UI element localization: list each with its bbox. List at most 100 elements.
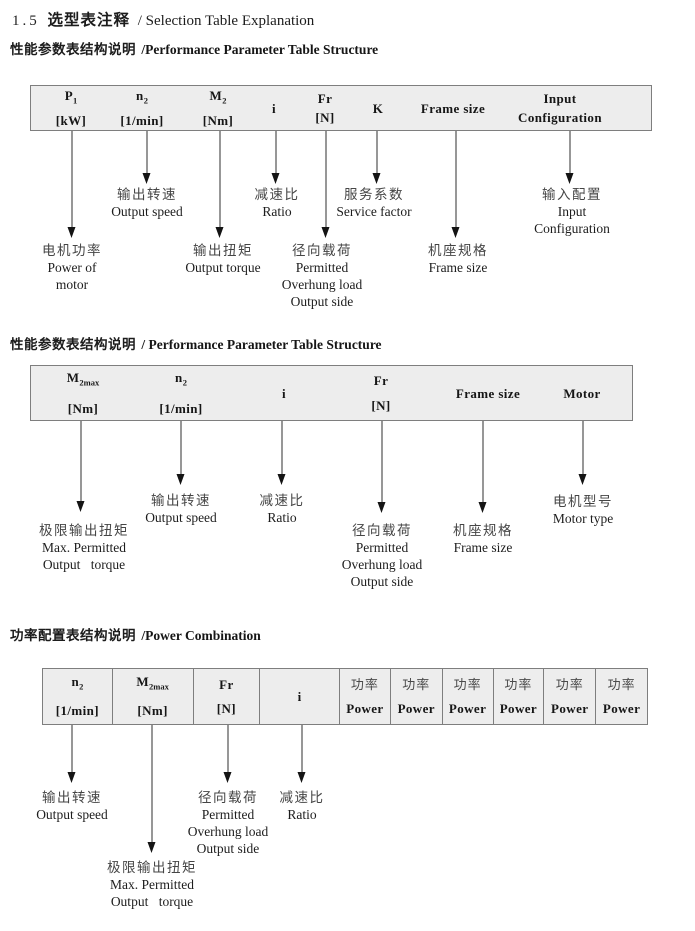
col-symbol: i	[297, 688, 302, 704]
col-p1: P1 [kW]	[56, 86, 87, 130]
col-sub: 2	[143, 95, 148, 106]
label-en: Ratio	[262, 204, 292, 219]
label-ratio: 减速比 Ratio	[260, 492, 305, 526]
col-n2: n2 [1/min]	[159, 366, 202, 420]
label-frame-size: 机座规格 Frame size	[428, 242, 488, 276]
label-en: Output speed	[111, 204, 183, 219]
down-arrow	[176, 421, 186, 485]
label-overhung-load: 径向载荷 Permitted Overhung load Output side	[282, 242, 363, 310]
col-unit: [Nm]	[202, 112, 234, 128]
label-en: Motor type	[552, 511, 614, 526]
label-en: Permitted	[355, 540, 409, 555]
col-input-configuration: Input Configuration	[518, 86, 602, 130]
col-base: M	[136, 674, 150, 690]
label-output-speed: 输出转速 Output speed	[36, 789, 108, 823]
label-zh: 输出转速	[42, 790, 102, 805]
col-symbol: n2	[43, 670, 112, 699]
col-symbol: K	[372, 100, 384, 116]
col-i: i	[282, 366, 286, 420]
label-ratio: 减速比 Ratio	[280, 789, 325, 823]
col-power-zh: 功率	[402, 676, 431, 692]
title-number: 1.5	[12, 13, 40, 29]
label-zh: 极限输出扭矩	[107, 860, 197, 875]
label-zh: 径向载荷	[291, 243, 352, 258]
label-en: Output torque	[110, 894, 194, 909]
section1-heading: 性能参数表结构说明 /Performance Parameter Table S…	[10, 38, 378, 58]
title-chinese: 选型表注释	[47, 12, 131, 29]
col-fr: Fr [N]	[371, 366, 390, 420]
col-power-en: Power	[499, 700, 538, 716]
col-power-en: Power	[551, 700, 589, 716]
col-power-en: Power	[448, 700, 487, 716]
col-unit: [N]	[371, 398, 391, 413]
label-zh: 机座规格	[428, 243, 488, 258]
label-overhung-load: 径向载荷 Permitted Overhung load Output side	[188, 789, 269, 857]
col-unit: [1/min]	[159, 400, 203, 416]
down-arrow	[67, 725, 77, 783]
col-unit: [1/min]	[120, 112, 164, 128]
section1-heading-zh: 性能参数表结构说明	[10, 42, 136, 57]
col-base: n	[136, 88, 144, 104]
col-i: i	[272, 86, 276, 130]
down-arrow	[215, 131, 225, 238]
col-unit: [Nm]	[67, 400, 99, 416]
label-zh: 输入配置	[542, 187, 602, 202]
col-power: 功率 Power	[544, 669, 597, 724]
col-motor: Motor	[563, 366, 600, 420]
down-arrow	[578, 421, 588, 485]
col-unit: [kW]	[55, 112, 87, 128]
col-symbol: Input	[543, 91, 577, 106]
col-sub: 2max	[149, 681, 169, 692]
label-output-speed: 输出转速 Output speed	[111, 186, 183, 220]
label-zh: 径向载荷	[197, 790, 258, 805]
col-power-en: Power	[346, 700, 384, 716]
label-zh: 电机型号	[553, 494, 613, 509]
label-zh: 极限输出扭矩	[39, 523, 129, 538]
section1-heading-en: /Performance Parameter Table Structure	[141, 42, 379, 57]
down-arrow	[297, 725, 307, 783]
label-output-torque: 输出扭矩 Output torque	[185, 242, 260, 276]
label-motor-type: 电机型号 Motor type	[553, 493, 613, 527]
down-arrow	[147, 725, 157, 853]
page-title: 1.5 选型表注释 / Selection Table Explanation	[12, 8, 314, 30]
col-fr: Fr [N]	[194, 669, 261, 724]
col-frame-size: Frame size	[421, 86, 485, 130]
down-arrow	[565, 131, 575, 184]
col-sub: 2	[222, 95, 227, 106]
label-zh: 减速比	[279, 790, 325, 805]
label-en: Output speed	[36, 807, 108, 822]
label-en: Max. Permitted	[110, 877, 194, 892]
section3-heading-zh: 功率配置表结构说明	[10, 628, 136, 643]
label-zh: 机座规格	[453, 523, 513, 538]
col-power-en: Power	[602, 700, 641, 716]
label-max-output-torque: 极限输出扭矩 Max. Permitted Output torque	[107, 859, 197, 910]
down-arrow	[377, 421, 387, 513]
col-symbol: M2max	[67, 365, 100, 396]
label-zh: 减速比	[259, 493, 305, 508]
col-unit: [N]	[216, 700, 237, 716]
col-k: K	[373, 86, 384, 130]
label-zh: 电机功率	[42, 243, 102, 258]
table-row: n2 [1/min] M2max [Nm] Fr [N] i 功率 Power …	[43, 669, 647, 724]
down-arrow	[223, 725, 233, 783]
col-n2: n2 [1/min]	[43, 669, 113, 724]
label-en: Service factor	[336, 204, 412, 219]
label-en: Power of	[47, 260, 97, 275]
col-symbol: Frame size	[455, 385, 521, 401]
col-m2max: M2max [Nm]	[67, 366, 100, 420]
label-service-factor: 服务系数 Service factor	[336, 186, 411, 220]
col-symbol: Fr	[219, 676, 234, 692]
label-en: Output side	[290, 294, 354, 309]
label-input-configuration: 输入配置 Input Configuration	[534, 186, 610, 237]
label-en: Overhung load	[281, 277, 363, 292]
col-power-zh: 功率	[607, 676, 636, 692]
label-en: Overhung load	[341, 557, 423, 572]
down-arrow	[478, 421, 488, 513]
label-en: Ratio	[267, 510, 297, 525]
col-power: 功率 Power	[391, 669, 443, 724]
label-max-output-torque: 极限输出扭矩 Max. Permitted Output torque	[39, 522, 129, 573]
col-base: M	[66, 370, 80, 386]
col-symbol: P1	[56, 86, 87, 111]
col-symbol: M2	[203, 86, 233, 111]
